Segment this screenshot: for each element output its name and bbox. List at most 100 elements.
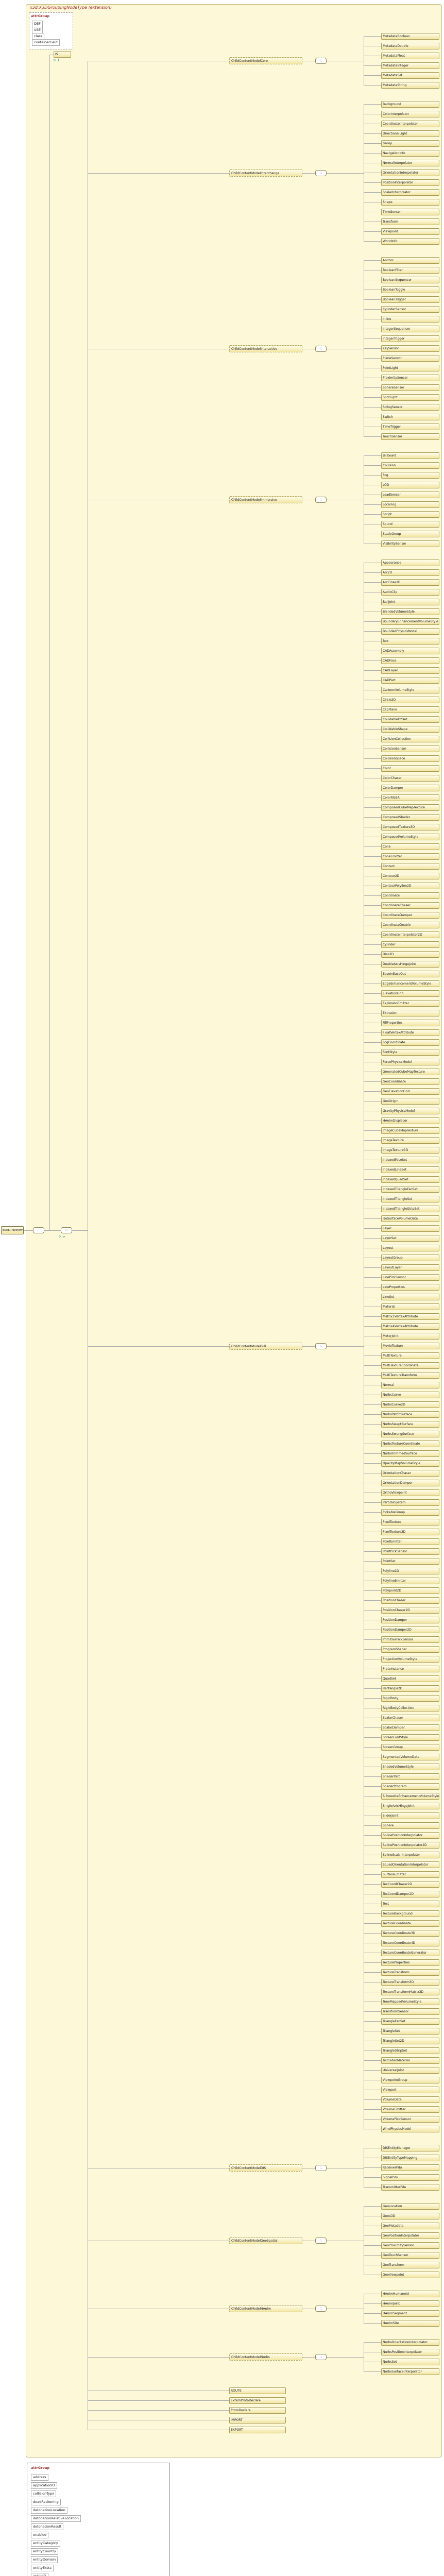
element-box[interactable]: Viewport xyxy=(381,2087,439,2093)
element-box[interactable]: ProtoInstance xyxy=(381,1666,439,1672)
element-box[interactable]: NurbsSwungSurface xyxy=(381,1431,439,1437)
element-box[interactable]: VolumePickSensor xyxy=(381,2116,439,2123)
group-box[interactable]: ChildContentModelImmersive xyxy=(229,496,302,503)
element-box[interactable]: TextureTransformMatrix3D xyxy=(381,1989,439,1995)
element-box[interactable]: DoubleAxisHingeJoint xyxy=(381,961,439,968)
element-box[interactable]: PositionDamper xyxy=(381,1617,439,1623)
element-box[interactable]: EdgeEnhancementVolumeStyle xyxy=(381,980,439,987)
element-box[interactable]: ScreenFontStyle xyxy=(381,1734,439,1741)
element-box[interactable]: BooleanTrigger xyxy=(381,296,439,303)
element-box[interactable]: GeneratedCubeMapTexture xyxy=(381,1069,439,1075)
element-box[interactable]: IS xyxy=(54,51,71,58)
element-box[interactable]: ProgramShader xyxy=(381,1646,439,1653)
element-box[interactable]: TexCoordChaser2D xyxy=(381,1881,439,1888)
element-box[interactable]: HAnimDisplacer xyxy=(381,1117,439,1124)
element-box[interactable]: Fog xyxy=(381,472,439,479)
element-box[interactable]: CylinderSensor xyxy=(381,306,439,313)
element-box[interactable]: TextureCoordinateGenerator xyxy=(381,1950,439,1956)
element-box[interactable]: GeoViewpoint xyxy=(381,2272,439,2278)
element-box[interactable]: LoadSensor xyxy=(381,492,439,498)
element-box[interactable]: PositionChaser xyxy=(381,1597,439,1604)
element-box[interactable]: FogCoordinate xyxy=(381,1039,439,1046)
element-box[interactable]: IntegerSequencer xyxy=(381,326,439,332)
element-box[interactable]: LayoutLayer xyxy=(381,1264,439,1271)
element-box[interactable]: Polypoint2D xyxy=(381,1587,439,1594)
element-box[interactable]: Viewpoint xyxy=(381,228,439,235)
element-box[interactable]: SphereSensor xyxy=(381,384,439,391)
element-box[interactable]: Shape xyxy=(381,199,439,206)
element-box[interactable]: MetadataFloat xyxy=(381,53,439,59)
element-box[interactable]: DISEntityTypeMapping xyxy=(381,2155,439,2161)
element-box[interactable]: CartoonVolumeStyle xyxy=(381,687,439,693)
element-box[interactable]: CADLayer xyxy=(381,667,439,674)
element-box[interactable]: Layout xyxy=(381,1245,439,1251)
element-box[interactable]: SegmentedVolumeData xyxy=(381,1754,439,1760)
element-box[interactable]: ProjectionVolumeStyle xyxy=(381,1656,439,1663)
element-box[interactable]: GeoTouchSensor xyxy=(381,2252,439,2259)
element-box[interactable]: IndexedFaceSet xyxy=(381,1157,439,1163)
element-box[interactable]: ImageTexture xyxy=(381,1137,439,1144)
element-box[interactable]: QuadSet xyxy=(381,1675,439,1682)
element-box[interactable]: Sound xyxy=(381,521,439,528)
element-box[interactable]: MultiTextureTransform xyxy=(381,1372,439,1379)
element-box[interactable]: CoordinateChaser xyxy=(381,902,439,909)
element-box[interactable]: NurbsPositionInterpolator xyxy=(381,2349,439,2355)
choice-icon[interactable]: ∴ xyxy=(315,2238,327,2244)
element-box[interactable]: FontStyle xyxy=(381,1049,439,1056)
group-box[interactable]: ChildContentModelNurbs xyxy=(229,2353,302,2361)
element-box[interactable]: PointPickSensor xyxy=(381,1548,439,1555)
element-box[interactable]: IsoSurfaceVolumeData xyxy=(381,1215,439,1222)
element-box[interactable]: CoordinateInterpolator xyxy=(381,121,439,127)
element-box[interactable]: PositionInterpolator xyxy=(381,179,439,186)
element-box[interactable]: Billboard xyxy=(381,452,439,459)
element-box[interactable]: Collision xyxy=(381,462,439,469)
element-box[interactable]: TextureBackground xyxy=(381,1910,439,1917)
element-box[interactable]: Appearance xyxy=(381,560,439,566)
choice-icon[interactable]: ∴ xyxy=(315,2165,327,2171)
element-box[interactable]: MotorJoint xyxy=(381,1333,439,1340)
element-box[interactable]: GeoCoordinate xyxy=(381,1078,439,1085)
choice-icon[interactable]: ∴ xyxy=(315,1343,327,1349)
group-box[interactable]: ChildContentModelInterchange xyxy=(229,170,302,177)
element-box[interactable]: LinePickSensor xyxy=(381,1274,439,1281)
element-box[interactable]: Layer xyxy=(381,1225,439,1232)
element-box[interactable]: TextureCoordinate3D xyxy=(381,1930,439,1937)
element-box[interactable]: NurbsTrimmedSurface xyxy=(381,1450,439,1457)
element-box[interactable]: TriangleStripSet xyxy=(381,2047,439,2054)
element-box[interactable]: ContourPolyline2D xyxy=(381,883,439,889)
choice-icon[interactable]: ∴ xyxy=(315,170,327,176)
element-box[interactable]: MovieTexture xyxy=(381,1343,439,1349)
element-box[interactable]: BallJoint xyxy=(381,599,439,605)
choice-icon[interactable]: ∴ xyxy=(315,58,327,64)
element-box[interactable]: RigidBodyCollection xyxy=(381,1705,439,1711)
element-box[interactable]: CollisionSpace xyxy=(381,755,439,762)
group-box[interactable]: ChildContentModelCore xyxy=(229,57,302,64)
element-box[interactable]: OrientationInterpolator xyxy=(381,170,439,176)
element-box[interactable]: Matrix3VertexAttribute xyxy=(381,1313,439,1320)
attribute-item[interactable]: enabled xyxy=(31,2532,49,2538)
element-box[interactable]: IMPORT xyxy=(229,2417,286,2424)
element-box[interactable]: TwoSidedMaterial xyxy=(381,2057,439,2064)
element-box[interactable]: NurbsCurve xyxy=(381,1392,439,1398)
element-box[interactable]: PositionChaser2D xyxy=(381,1607,439,1614)
element-box[interactable]: TexCoordDamper2D xyxy=(381,1891,439,1897)
choice-icon[interactable]: ∴ xyxy=(315,346,327,352)
element-box[interactable]: BoundedPhysicsModel xyxy=(381,628,439,635)
element-box[interactable]: NurbsSweptSurface xyxy=(381,1421,439,1428)
element-box[interactable]: IndexedTriangleStripSet xyxy=(381,1206,439,1212)
attribute-item[interactable]: entityDomain xyxy=(31,2556,58,2563)
element-box[interactable]: ComposedTexture3D xyxy=(381,824,439,831)
element-box[interactable]: IndexedTriangleFanSet xyxy=(381,1186,439,1193)
element-box[interactable]: ArcClose2D xyxy=(381,579,439,586)
element-box[interactable]: ElevationGrid xyxy=(381,990,439,997)
element-box[interactable]: ImageCubeMapTexture xyxy=(381,1127,439,1134)
choice-icon[interactable]: ∴ xyxy=(315,497,327,503)
element-box[interactable]: Coordinate xyxy=(381,892,439,899)
element-box[interactable]: Text xyxy=(381,1901,439,1907)
choice-icon[interactable]: ∴ xyxy=(315,2306,327,2312)
element-box[interactable]: StaticGroup xyxy=(381,531,439,537)
sequence-icon[interactable]: ··· xyxy=(33,1227,44,1233)
element-box[interactable]: EaseInEaseOut xyxy=(381,971,439,977)
element-box[interactable]: ColorInterpolator xyxy=(381,111,439,117)
element-box[interactable]: CADAssembly xyxy=(381,648,439,654)
